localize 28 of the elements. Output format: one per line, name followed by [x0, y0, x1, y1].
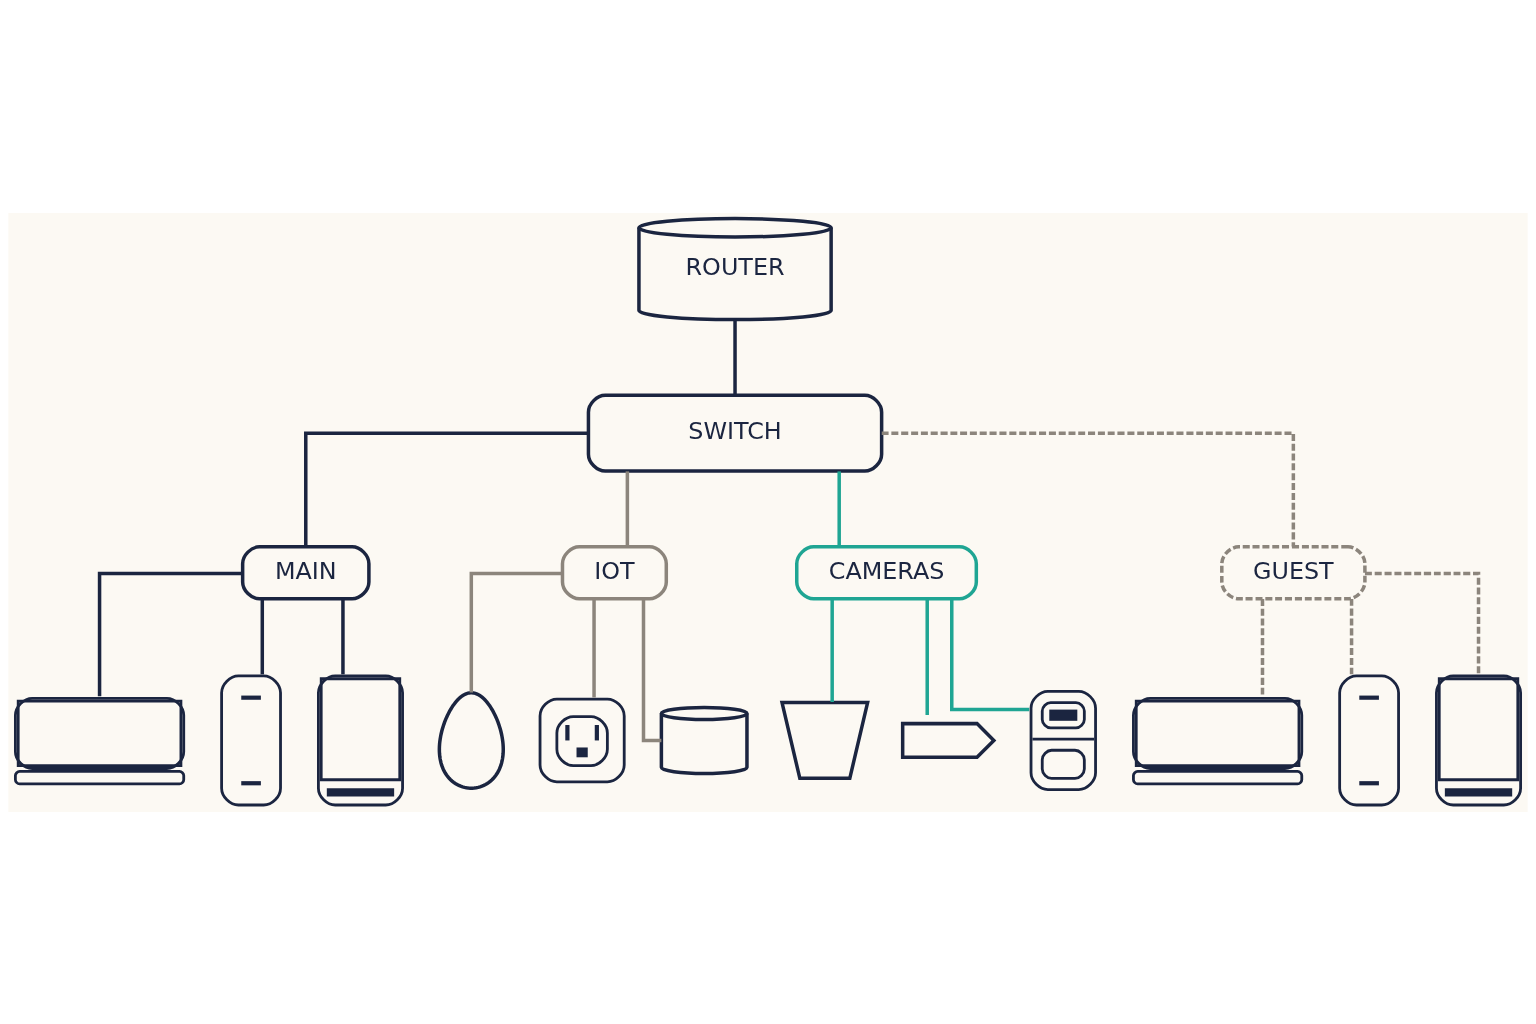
connector	[1260, 598, 1265, 696]
connector	[1349, 598, 1354, 674]
node-picture	[779, 700, 870, 780]
node-picture	[1338, 674, 1400, 806]
connector	[260, 598, 265, 674]
connector	[592, 598, 596, 697]
node-picture	[220, 674, 282, 806]
connector	[304, 431, 588, 547]
connector	[641, 598, 662, 742]
node-picture	[437, 690, 505, 790]
connector	[830, 598, 834, 702]
connector	[469, 571, 563, 693]
node-box: IOT	[560, 544, 669, 601]
connector	[925, 598, 929, 715]
node-box: MAIN	[240, 544, 371, 601]
node-box: GUEST	[1220, 544, 1367, 601]
node-box: CAMERAS	[795, 544, 979, 601]
connector	[950, 598, 1030, 711]
connector	[733, 319, 737, 395]
connector	[625, 470, 630, 547]
connector	[1364, 571, 1481, 674]
connector	[881, 431, 1296, 547]
node-picture	[900, 721, 997, 759]
connector	[341, 598, 345, 674]
node-picture	[538, 697, 626, 783]
connector	[97, 571, 243, 696]
node-box: SWITCH	[586, 393, 884, 473]
connector	[837, 470, 841, 547]
